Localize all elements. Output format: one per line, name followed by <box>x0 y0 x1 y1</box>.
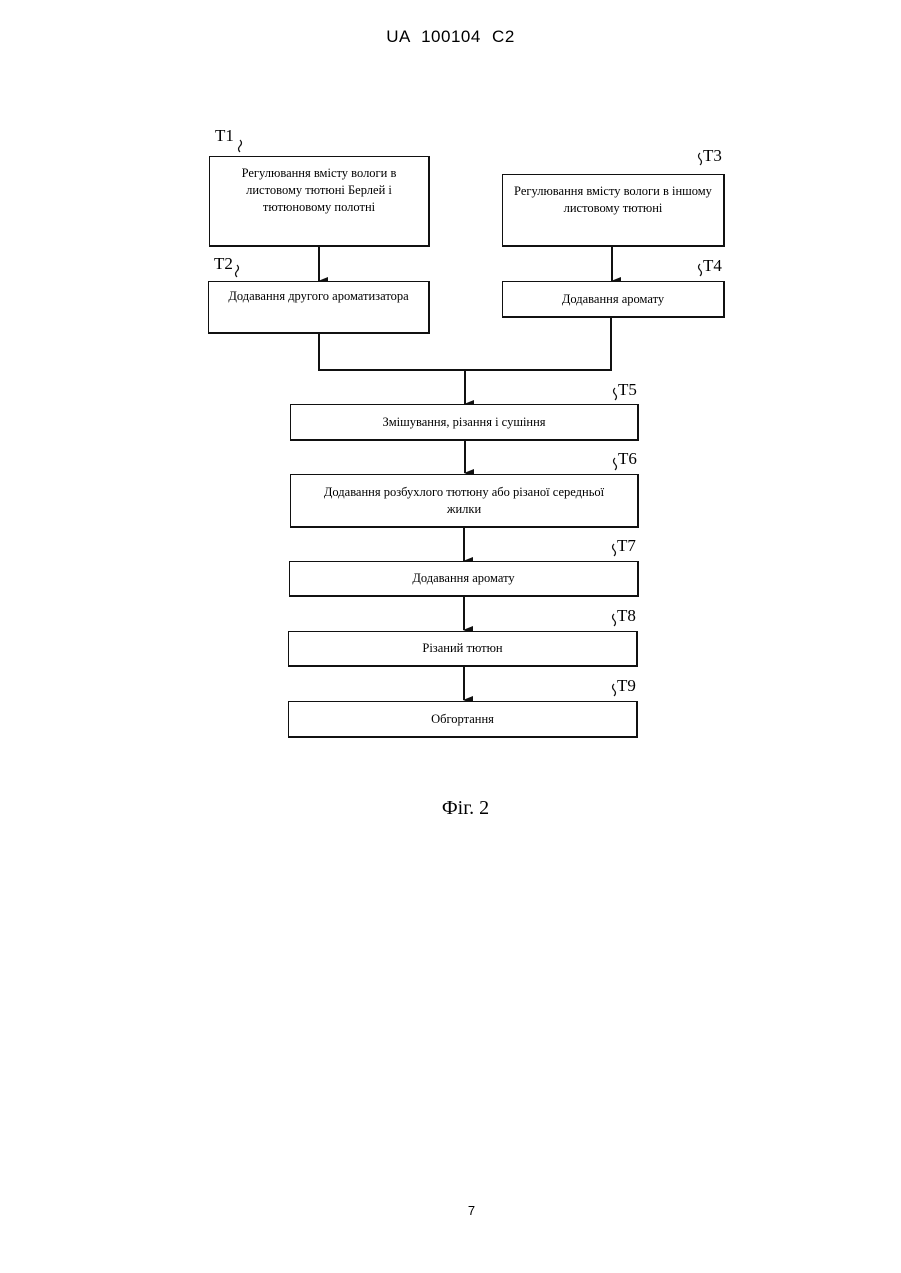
step-label-t6: T6 <box>618 449 637 469</box>
page-number: 7 <box>0 1203 901 1218</box>
step-label-t8: T8 <box>617 606 636 626</box>
label-leader-t6 <box>614 458 617 470</box>
label-leader-t3 <box>699 153 702 165</box>
step-box-t3: Регулювання вмісту вологи в іншому листо… <box>502 174 725 247</box>
step-label-t4: T4 <box>703 256 722 276</box>
label-leader-t1 <box>239 140 242 152</box>
label-leader-t9 <box>613 684 616 696</box>
step-label-t5: T5 <box>618 380 637 400</box>
label-leader-t5 <box>614 388 617 400</box>
step-box-t6: Додавання розбухлого тютюну або різаної … <box>290 474 639 528</box>
step-label-t1: T1 <box>215 126 234 146</box>
step-label-t9: T9 <box>617 676 636 696</box>
label-leader-t8 <box>613 614 616 626</box>
label-leader-t7 <box>613 544 616 556</box>
step-label-t2: T2 <box>214 254 233 274</box>
step-box-t1: Регулювання вмісту вологи в листовому тю… <box>209 156 430 247</box>
step-label-t3: T3 <box>703 146 722 166</box>
label-leader-t4 <box>699 264 702 276</box>
step-box-t4: Додавання аромату <box>502 281 725 318</box>
step-box-t2: Додавання другого ароматизатора <box>208 281 430 334</box>
label-leader-t2 <box>236 265 239 277</box>
step-box-t5: Змішування, різання і сушіння <box>290 404 639 441</box>
step-box-t7: Додавання аромату <box>289 561 639 597</box>
step-box-t9: Обгортання <box>288 701 638 738</box>
figure-caption: Фіг. 2 <box>0 797 901 820</box>
step-box-t8: Різаний тютюн <box>288 631 638 667</box>
step-label-t7: T7 <box>617 536 636 556</box>
